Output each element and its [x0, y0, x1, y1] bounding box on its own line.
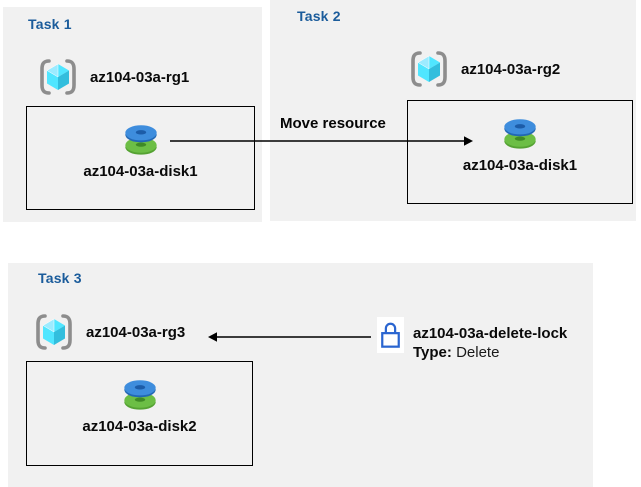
task1-panel: Task 1 az104-03a-rg1: [3, 7, 262, 222]
task1-rg-label: az104-03a-rg1: [90, 68, 190, 86]
delete-lock-type: Type: Delete: [413, 343, 567, 362]
disk-icon: [120, 375, 160, 413]
task3-disk-label: az104-03a-disk2: [82, 418, 197, 435]
task3-rg-label: az104-03a-rg3: [86, 323, 186, 341]
task3-resource-group: az104-03a-rg3: [33, 312, 185, 352]
delete-lock-name: az104-03a-delete-lock: [413, 325, 568, 342]
lock-arrow: [208, 332, 371, 342]
task3-panel: Task 3 az104-03a-rg3: [8, 263, 593, 487]
task2-disk-box: az104-03a-disk1: [407, 100, 633, 204]
task1-disk-box: az104-03a-disk1: [26, 106, 255, 210]
disk-icon: [121, 120, 161, 158]
task2-rg-label: az104-03a-rg2: [461, 60, 561, 78]
task3-title: Task 3: [38, 270, 82, 286]
task3-disk-box: az104-03a-disk2: [26, 361, 253, 466]
resource-group-icon: [36, 314, 72, 350]
move-resource-label: Move resource: [280, 115, 386, 132]
task1-resource-group: az104-03a-rg1: [37, 57, 189, 97]
delete-lock-icon: [381, 322, 400, 348]
delete-lock-tile: [377, 317, 404, 353]
task2-disk-label: az104-03a-disk1: [462, 157, 578, 174]
task2-panel: Task 2 az104-03a-rg2: [270, 0, 636, 221]
lock-type-value: Delete: [456, 344, 500, 361]
disk-icon: [500, 114, 540, 152]
move-resource-arrow: [170, 136, 473, 146]
resource-group-icon: [411, 51, 447, 87]
resource-group-icon: [40, 59, 76, 95]
delete-lock-text: az104-03a-delete-lock Type: Delete: [413, 324, 567, 362]
task2-title: Task 2: [297, 8, 341, 24]
task1-title: Task 1: [28, 16, 72, 32]
task1-disk-label: az104-03a-disk1: [83, 163, 198, 180]
task2-resource-group: az104-03a-rg2: [408, 49, 560, 89]
lock-type-label: Type:: [413, 344, 452, 361]
